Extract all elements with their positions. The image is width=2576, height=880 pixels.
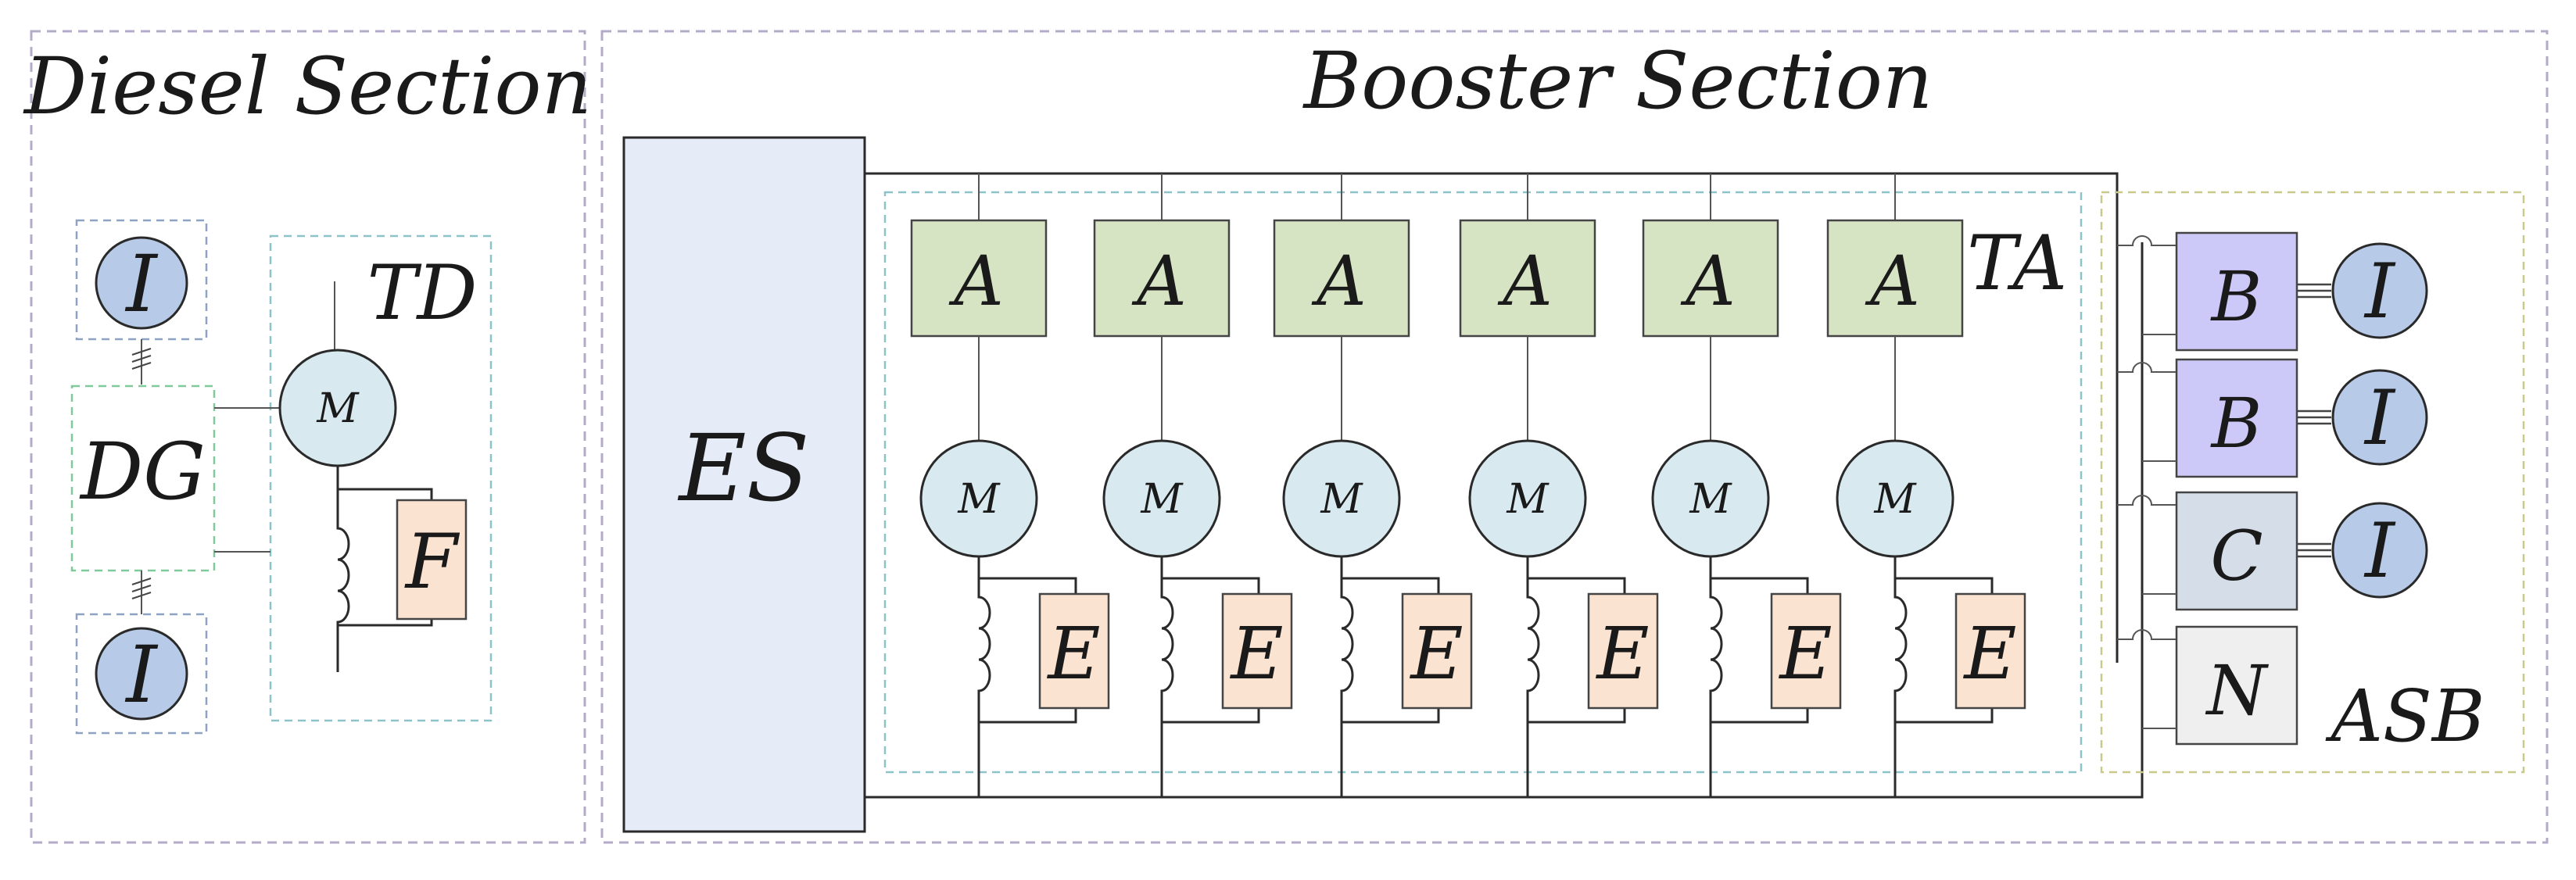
auxiliary-inverter-label: I <box>2363 248 2396 335</box>
excitation-winding <box>1954 592 2026 710</box>
diesel-section-border <box>30 30 586 844</box>
excitation-winding-label: E <box>1229 612 1283 696</box>
auxiliary-inverter-label: I <box>2363 507 2396 595</box>
traction-drive-label: TD <box>367 249 478 337</box>
traction-converter-group <box>883 191 2083 774</box>
traction-converter-label: A <box>1497 241 1553 321</box>
auxiliary-block <box>2175 625 2298 746</box>
auxiliary-inverter-label: I <box>2363 374 2396 462</box>
diesel-section: Diesel Section I DG I TD <box>23 30 592 844</box>
excitation-winding <box>1587 592 1659 710</box>
energy-storage <box>622 136 866 833</box>
traction-units: A M E A M E A M E A M E A M E A M E <box>910 173 2026 797</box>
traction-converter-label: A <box>1865 241 1920 321</box>
auxiliary-block-label: C <box>2210 516 2263 596</box>
traction-converter-label: A <box>1131 241 1187 321</box>
excitation-winding <box>1038 592 1110 710</box>
excitation-winding-label: E <box>1046 612 1100 696</box>
traction-inductor <box>1526 578 1540 797</box>
auxiliary-group-label: ASB <box>2324 674 2485 758</box>
traction-converter-label: A <box>1311 241 1367 321</box>
auxiliary-inverter <box>2331 369 2428 466</box>
traction-converter <box>1093 219 1231 338</box>
auxiliary-block <box>2175 231 2298 352</box>
traction-inductor <box>1160 578 1174 797</box>
diesel-generator-group <box>70 385 216 572</box>
traction-inductor <box>977 578 991 797</box>
field-winding <box>396 499 468 621</box>
traction-converter <box>1459 219 1596 338</box>
inverter-bottom <box>95 627 188 721</box>
three-phase-mark-top <box>131 348 152 370</box>
auxiliary-block-label: B <box>2210 383 2263 463</box>
traction-inductor <box>1709 578 1723 797</box>
traction-converter <box>1273 219 1410 338</box>
booster-section: Booster Section ES TA A M E A M E A M E A M E A M E A M E… <box>600 30 2549 844</box>
traction-converter-label: A <box>1680 241 1736 321</box>
excitation-winding <box>1770 592 1842 710</box>
inverter-top-label: I <box>124 238 159 330</box>
auxiliary-inverter <box>2331 502 2428 599</box>
traction-motor-label: M <box>1873 476 1917 523</box>
excitation-winding-label: E <box>1778 612 1832 696</box>
inverter-bottom-group <box>75 613 208 735</box>
traction-motor-label: M <box>1506 476 1550 523</box>
excitation-winding-label: E <box>1962 612 2016 696</box>
traction-unit: A M E <box>1826 173 2026 797</box>
traction-unit: A M E <box>910 173 1110 797</box>
traction-converter <box>1642 219 1779 338</box>
traction-converter <box>1826 219 1964 338</box>
traction-unit: A M E <box>1093 173 1293 797</box>
auxiliary-inverter <box>2331 242 2428 339</box>
diesel-motor-label: M <box>316 385 360 432</box>
traction-motor-label: M <box>1689 476 1732 523</box>
booster-section-title: Booster Section <box>1302 35 1933 127</box>
dc-bus-bottom <box>865 242 2144 799</box>
auxiliary-unit: N <box>2117 625 2298 746</box>
traction-unit: A M E <box>1273 173 1473 797</box>
traction-converter <box>910 219 1048 338</box>
diesel-inductor <box>336 489 350 672</box>
auxiliary-block <box>2175 491 2298 611</box>
auxiliary-block-label: N <box>2205 650 2270 731</box>
excitation-winding-label: E <box>1409 612 1463 696</box>
excitation-winding-label: E <box>1595 612 1649 696</box>
field-winding-label: F <box>404 518 460 606</box>
auxiliary-block-label: B <box>2210 256 2263 337</box>
three-phase-mark-bottom <box>131 578 152 599</box>
traction-converter-group-label: TA <box>1967 220 2067 307</box>
inverter-top <box>95 236 188 330</box>
booster-section-border <box>600 30 2549 844</box>
traction-inductor <box>1340 578 1354 797</box>
diesel-section-title: Diesel Section <box>23 41 592 132</box>
diesel-generator-label: DG <box>79 426 206 517</box>
traction-inductor <box>1893 578 1908 797</box>
dc-bus-top <box>865 172 2119 663</box>
traction-converter-label: A <box>948 241 1004 321</box>
traction-motor-label: M <box>1140 476 1184 523</box>
traction-motor-label: M <box>957 476 1001 523</box>
inverter-bottom-label: I <box>124 629 159 721</box>
traction-drive-group <box>269 234 493 722</box>
energy-storage-label: ES <box>678 414 810 522</box>
excitation-winding <box>1401 592 1473 710</box>
traction-unit: A M E <box>1642 173 1842 797</box>
traction-motor-label: M <box>1320 476 1363 523</box>
traction-unit: A M E <box>1459 173 1659 797</box>
auxiliary-group <box>2100 191 2525 774</box>
excitation-winding <box>1221 592 1293 710</box>
